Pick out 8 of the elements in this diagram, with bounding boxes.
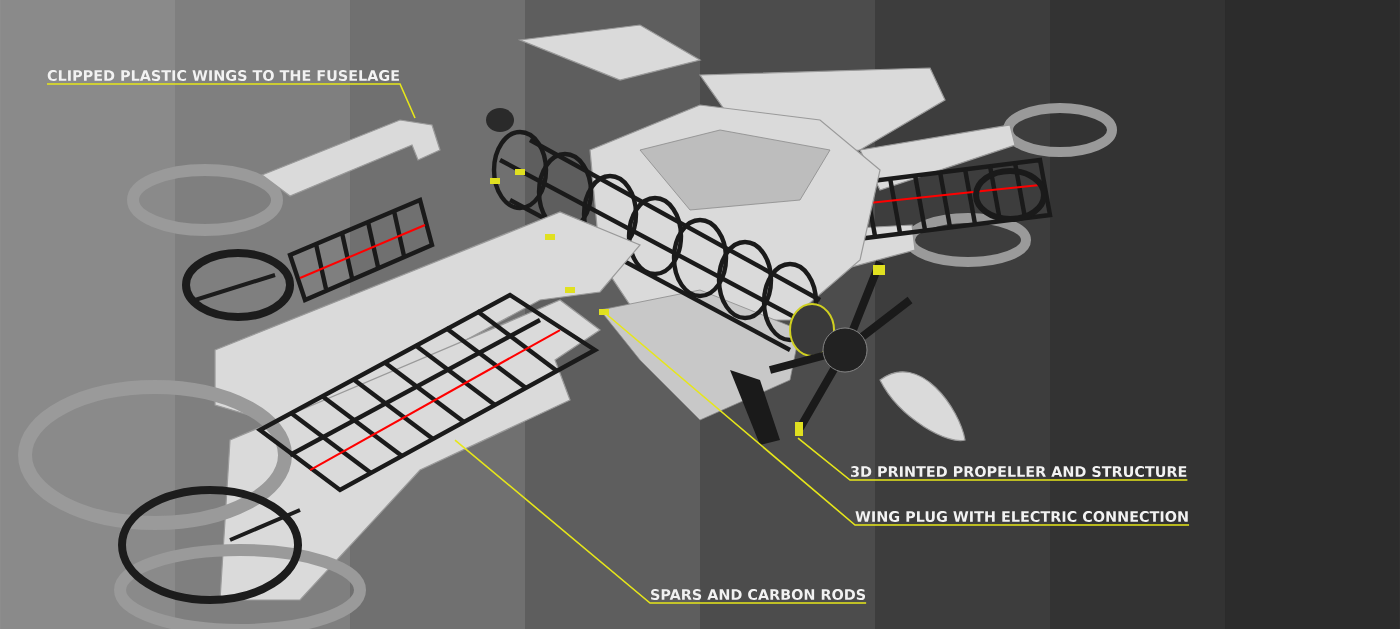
callout-label: WING PLUG WITH ELECTRIC CONNECTION	[855, 511, 1188, 522]
leader-line	[454, 439, 867, 604]
callout-label: SPARS AND CARBON RODS	[651, 589, 866, 600]
callout-label: 3D PRINTED PROPELLER AND STRUCTURE	[851, 466, 1187, 477]
leader-line	[797, 437, 1189, 481]
leader-line	[46, 83, 416, 119]
callout-label: CLIPPED PLASTIC WINGS TO THE FUSELAGE	[47, 70, 399, 81]
leader-line	[604, 312, 1190, 526]
